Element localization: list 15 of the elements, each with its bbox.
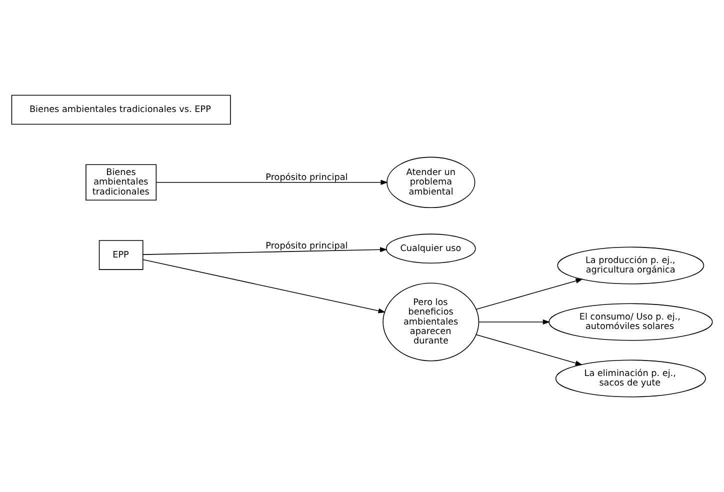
arrow bbox=[478, 319, 550, 325]
node-ellipse: Cualquier uso bbox=[386, 234, 476, 264]
edge-label: Propósito principal bbox=[266, 241, 348, 252]
arrow bbox=[476, 278, 584, 310]
node-ellipse: El consumo/ Uso p. ej., automóviles solares bbox=[548, 303, 713, 341]
node-box: Bienes ambientales tradicionales bbox=[86, 164, 157, 201]
arrow bbox=[142, 259, 386, 314]
arrow bbox=[142, 247, 388, 255]
node-box: EPP bbox=[98, 240, 144, 270]
edge-label: Propósito principal bbox=[266, 172, 348, 183]
node-box: Bienes ambientales tradicionales vs. EPP bbox=[11, 94, 231, 125]
arrow bbox=[156, 180, 388, 185]
node-ellipse: Pero los beneficios ambientales aparecen durante bbox=[382, 282, 480, 362]
arrow bbox=[476, 334, 583, 366]
node-ellipse: Atender un problema ambiental bbox=[386, 156, 476, 208]
